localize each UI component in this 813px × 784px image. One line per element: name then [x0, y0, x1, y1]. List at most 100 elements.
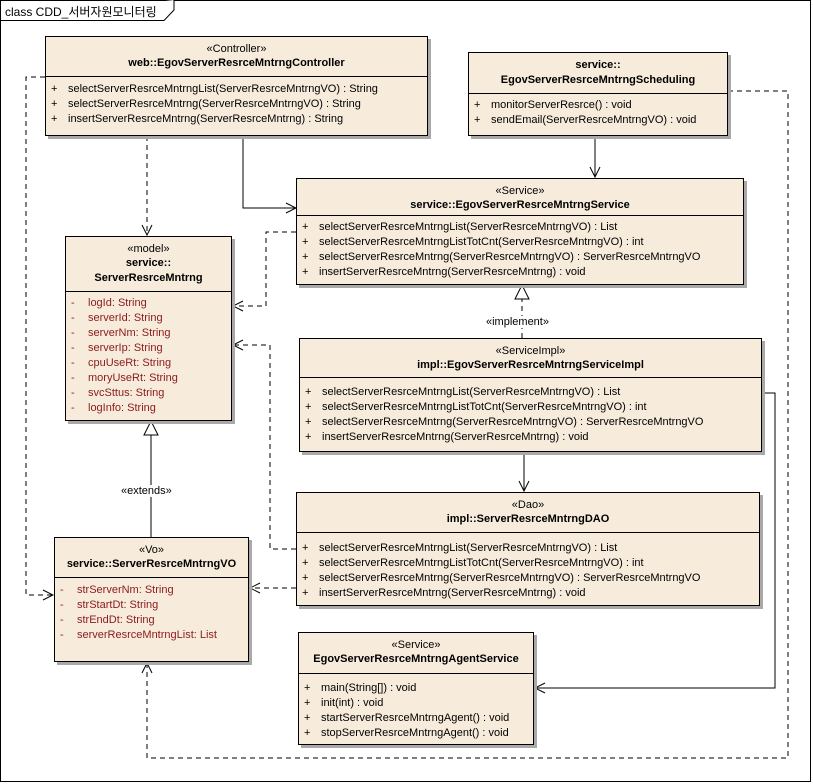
- method-row: +selectServerResrceMntrng(ServerResrceMn…: [297, 571, 759, 586]
- method-signature: selectServerResrceMntrngListTotCnt(Serve…: [322, 401, 647, 413]
- model-stereotype: «model»: [127, 243, 170, 255]
- service-stereotype: «Service»: [495, 185, 545, 197]
- attribute-text: strEndDt: String: [77, 614, 155, 626]
- method-row: + selectServerResrceMntrngList(ServerResr…: [297, 541, 759, 556]
- method-signature: selectServerResrceMntrng(ServerResrceMnt…: [322, 416, 704, 428]
- visibility-marker: +: [305, 416, 312, 428]
- service-class[interactable]: «Service» service::EgovServerResrceMntrn…: [296, 178, 744, 285]
- vo-class[interactable]: «Vo» service::ServerResrceMntrngVO -strS…: [54, 537, 249, 662]
- visibility-marker: +: [302, 587, 309, 599]
- scheduling-class[interactable]: service:: EgovServerResrceMntrngScheduli…: [468, 52, 728, 136]
- attribute-row: - serverId: String: [66, 311, 231, 326]
- frame-tab-outline: [0, 0, 175, 21]
- service-impl-class-header: «ServiceImpl» impl::EgovServerResrceMntr…: [300, 339, 761, 378]
- service-impl-stereotype: «ServiceImpl»: [495, 345, 566, 357]
- attribute-row: -moryUseRt: String: [66, 371, 231, 386]
- attribute-row: -cpuUseRt: String: [66, 356, 231, 371]
- visibility-marker: +: [304, 682, 311, 694]
- visibility-marker: -: [71, 387, 75, 399]
- visibility-marker: +: [302, 542, 309, 554]
- visibility-marker: +: [51, 98, 58, 110]
- vo-attributes: -strServerNm: String - strStartDt: String…: [55, 578, 248, 643]
- attribute-row: - serverIp: String: [66, 341, 231, 356]
- method-signature: init(int) : void: [321, 697, 384, 709]
- scheduling-class-name: EgovServerResrceMntrngScheduling: [500, 74, 696, 86]
- scheduling-methods: +monitorServerResrce() : void +sendEmail…: [469, 94, 727, 128]
- dep-scheduling-vo: [147, 90, 789, 759]
- attribute-row: - logInfo: String: [66, 401, 231, 416]
- method-signature: selectServerResrceMntrngList(ServerResrc…: [322, 386, 621, 398]
- method-signature: insertServerResrceMntrng(ServerResrceMnt…: [322, 431, 589, 443]
- attribute-row: -svcSttus: String: [66, 386, 231, 401]
- visibility-marker: +: [302, 266, 309, 278]
- attribute-text: serverNm: String: [88, 327, 171, 339]
- dep-service-model: [233, 231, 296, 306]
- visibility-marker: +: [51, 113, 58, 125]
- method-signature: selectServerResrceMntrng(ServerResrceMnt…: [68, 98, 361, 110]
- method-row: + startServerResrceMntrngAgent() : void: [299, 711, 533, 726]
- vo-class-name: service::ServerResrceMntrngVO: [66, 558, 237, 570]
- visibility-marker: -: [71, 297, 75, 309]
- method-row: +init(int) : void: [299, 696, 533, 711]
- service-impl-methods: + selectServerResrceMntrngList(ServerResr…: [300, 378, 761, 445]
- visibility-marker: +: [302, 572, 309, 584]
- attribute-text: serverIp: String: [88, 342, 163, 354]
- method-row: + selectServerResrceMntrngList(ServerResr…: [300, 385, 761, 400]
- method-row: +monitorServerResrce() : void: [469, 98, 727, 113]
- attribute-text: serverId: String: [88, 312, 163, 324]
- visibility-marker: +: [302, 221, 309, 233]
- visibility-marker: +: [302, 557, 309, 569]
- method-row: +selectServerResrceMntrng(ServerResrceMn…: [297, 250, 743, 265]
- method-signature: insertServerResrceMntrng(ServerResrceMnt…: [68, 113, 344, 125]
- agent-service-class-name: EgovServerResrceMntrngAgentService: [313, 653, 519, 665]
- method-signature: insertServerResrceMntrng(ServerResrceMnt…: [319, 266, 586, 278]
- visibility-marker: -: [60, 614, 64, 626]
- controller-class[interactable]: «Controller» web::EgovServerResrceMntrng…: [45, 36, 428, 136]
- method-row: +stopServerResrceMntrngAgent() : void: [299, 726, 533, 741]
- agent-service-class-header: «Service» EgovServerResrceMntrngAgentSer…: [299, 633, 533, 674]
- visibility-marker: -: [71, 342, 75, 354]
- service-class-header: «Service» service::EgovServerResrceMntrn…: [297, 179, 743, 216]
- method-signature: sendEmail(ServerResrceMntrngVO) : void: [491, 114, 697, 126]
- dao-class-header: «Dao» impl::ServerResrceMntrngDAO: [297, 493, 759, 533]
- service-impl-class[interactable]: «ServiceImpl» impl::EgovServerResrceMntr…: [299, 338, 762, 452]
- dep-dao-model: [233, 345, 296, 550]
- method-row: +selectServerResrceMntrngList(ServerResr…: [46, 82, 427, 97]
- visibility-marker: +: [305, 431, 312, 443]
- visibility-marker: +: [302, 236, 309, 248]
- method-row: + insertServerResrceMntrng(ServerResrceMn…: [46, 112, 427, 127]
- method-signature: selectServerResrceMntrngList(ServerResrc…: [319, 221, 618, 233]
- extends-label: «extends»: [121, 485, 172, 497]
- visibility-marker: +: [51, 83, 58, 95]
- dao-class[interactable]: «Dao» impl::ServerResrceMntrngDAO +selec…: [296, 492, 760, 606]
- visibility-marker: +: [304, 712, 311, 724]
- scheduling-package: service::: [575, 59, 621, 71]
- scheduling-class-header: service:: EgovServerResrceMntrngScheduli…: [469, 53, 727, 94]
- method-signature: startServerResrceMntrngAgent() : void: [321, 712, 510, 724]
- method-signature: selectServerResrceMntrng(ServerResrceMnt…: [319, 251, 701, 263]
- visibility-marker: -: [60, 584, 64, 596]
- implement-label: «implement»: [486, 316, 549, 328]
- model-class-header: «model» service:: ServerResrceMntrng: [66, 237, 231, 292]
- model-class[interactable]: «model» service:: ServerResrceMntrng -lo…: [65, 236, 232, 421]
- attribute-row: -strServerNm: String: [55, 583, 248, 598]
- attribute-row: -logId: String: [66, 296, 231, 311]
- dao-methods: + selectServerResrceMntrngList(ServerResr…: [297, 533, 759, 601]
- method-signature: stopServerResrceMntrngAgent() : void: [321, 727, 509, 739]
- method-signature: selectServerResrceMntrngListTotCnt(Serve…: [319, 557, 644, 569]
- visibility-marker: -: [60, 629, 64, 641]
- visibility-marker: -: [71, 312, 75, 324]
- attribute-row: -serverNm: String: [66, 326, 231, 341]
- method-row: + selectServerResrceMntrngList(ServerResr…: [297, 220, 743, 235]
- method-signature: selectServerResrceMntrngList(ServerResrc…: [319, 542, 618, 554]
- attribute-text: logInfo: String: [88, 402, 156, 414]
- method-row: + selectServerResrceMntrngListTotCnt(Serv…: [297, 556, 759, 571]
- service-class-name: service::EgovServerResrceMntrngService: [410, 199, 630, 211]
- agent-service-class[interactable]: «Service» EgovServerResrceMntrngAgentSer…: [298, 632, 534, 745]
- visibility-marker: -: [60, 599, 64, 611]
- visibility-marker: +: [305, 386, 312, 398]
- visibility-marker: -: [71, 402, 75, 414]
- service-impl-class-name: impl::EgovServerResrceMntrngServiceImpl: [417, 359, 644, 371]
- attribute-text: strStartDt: String: [77, 599, 159, 611]
